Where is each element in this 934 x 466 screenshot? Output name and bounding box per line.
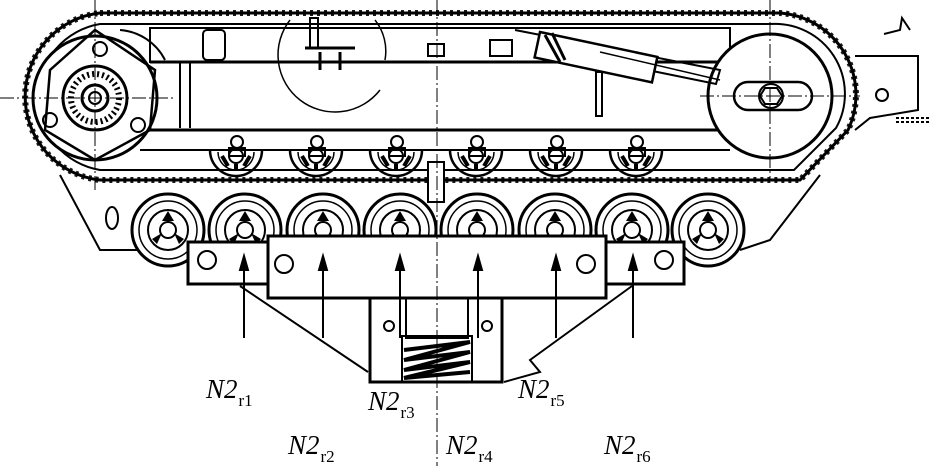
housing-circle	[277, 17, 513, 113]
force-arrow-r6	[627, 252, 639, 338]
label-n2-r5: N2r5	[518, 374, 565, 410]
force-arrows	[238, 252, 639, 338]
label-n2-r4: N2r4	[446, 430, 493, 466]
bogie-beam	[186, 161, 686, 384]
label-n2-r2: N2r2	[288, 430, 335, 466]
drive-sprocket	[31, 28, 166, 162]
force-arrow-r1	[238, 252, 250, 338]
centerlines	[0, 0, 860, 466]
force-arrow-r5	[550, 252, 562, 338]
force-arrow-r3	[394, 252, 406, 338]
force-arrow-r4	[472, 252, 484, 338]
label-n2-r3: N2r3	[368, 386, 415, 422]
label-n2-r1: N2r1	[206, 374, 253, 410]
label-n2-r6: N2r6	[604, 430, 651, 466]
force-arrow-r2	[317, 252, 329, 338]
tension-cylinder	[514, 29, 722, 86]
